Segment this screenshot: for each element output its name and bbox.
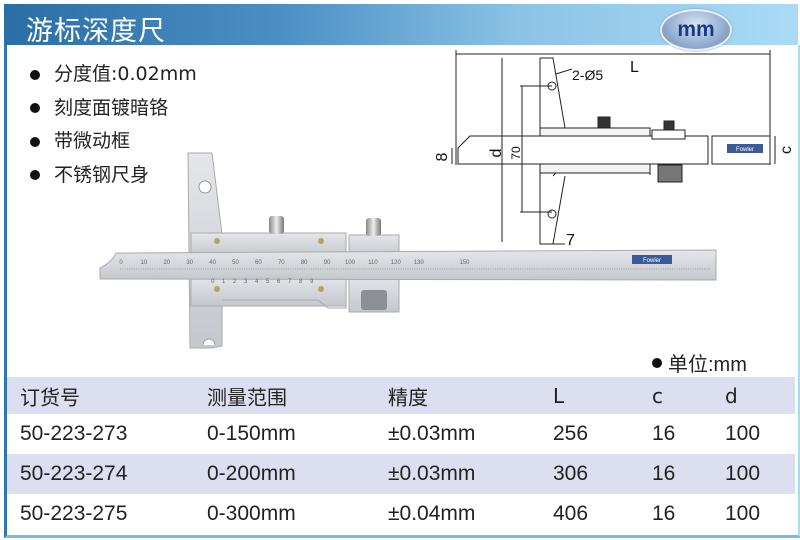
vernier-scale-label: 2 [233, 279, 237, 285]
main-scale-label: 70 [278, 260, 285, 266]
feature-list: 分度值:0.02mm 刻度面镀暗铬 带微动框 不锈钢尺身 [30, 58, 197, 192]
cell-c: 16 [652, 502, 676, 525]
table-row: 50-223-274 0-200mm ±0.03mm 306 16 100 [7, 454, 795, 494]
main-scale-label: 50 [232, 260, 239, 266]
content-frame [4, 45, 800, 538]
dimension-diagram [451, 50, 776, 245]
table-row: 50-223-275 0-300mm ±0.04mm 406 16 100 [7, 494, 795, 534]
table-header: 订货号 测量范围 精度 L c d [7, 377, 795, 414]
cell-L: 256 [553, 422, 589, 445]
header-order-no: 订货号 [20, 385, 80, 409]
bullet-icon [30, 103, 40, 114]
cell-L: 306 [553, 462, 589, 485]
cell-order-no: 50-223-275 [20, 502, 128, 525]
cell-d: 100 [725, 422, 761, 445]
cell-accuracy: ±0.04mm [388, 502, 476, 525]
main-scale-label: 0 [119, 260, 123, 266]
brand-logo-text: Fowler [643, 258, 661, 264]
unit-note: 单位:mm [652, 348, 747, 377]
feature-text: 不锈钢尺身 [54, 163, 150, 186]
vernier-scale-label: 9 [310, 279, 314, 285]
feature-item: 分度值:0.02mm [30, 58, 197, 92]
cell-c: 16 [652, 422, 676, 445]
feature-text: 分度值:0.02mm [54, 63, 197, 85]
dim-label-holes: 2-Ø5 [572, 67, 603, 83]
vernier-scale-label: 3 [244, 279, 248, 285]
dim-label-d: d [488, 149, 505, 158]
spec-table: 订货号 测量范围 精度 L c d 50-223-273 0-150mm ±0.… [7, 377, 795, 534]
page-title: 游标深度尺 [26, 16, 166, 47]
main-scale-label: 100 [345, 260, 356, 266]
dim-label-70: 70 [509, 146, 523, 160]
cell-d: 100 [725, 462, 761, 485]
dim-label-7: 7 [566, 232, 575, 249]
dim-label-c: c [778, 146, 795, 154]
feature-item: 带微动框 [30, 125, 197, 159]
title-bar: 游标深度尺 mm [4, 4, 798, 51]
main-scale-label: 120 [391, 260, 402, 266]
vernier-scale-label: 5 [266, 279, 270, 285]
header-accuracy: 精度 [388, 385, 428, 409]
main-scale-label: 20 [163, 260, 170, 266]
dim-label-8: 8 [434, 152, 451, 161]
cell-accuracy: ±0.03mm [388, 462, 476, 485]
feature-text: 带微动框 [54, 130, 131, 152]
header-d: d [725, 383, 738, 408]
feature-item: 不锈钢尺身 [30, 159, 197, 193]
cell-L: 406 [553, 502, 589, 525]
main-scale-label: 90 [324, 260, 331, 266]
feature-text: 刻度面镀暗铬 [54, 96, 169, 119]
header-range: 测量范围 [207, 385, 287, 409]
bullet-icon [30, 136, 40, 147]
vernier-scale-label: 4 [255, 279, 259, 285]
bullet-icon [652, 357, 662, 368]
cell-order-no: 50-223-273 [20, 422, 128, 445]
table-row: 50-223-273 0-150mm ±0.03mm 256 16 100 [7, 414, 795, 454]
cell-range: 0-300mm [207, 502, 296, 525]
diagram-logo-text: Fowler [736, 147, 754, 153]
cell-range: 0-150mm [207, 422, 296, 445]
cell-order-no: 50-223-274 [20, 462, 128, 485]
main-scale-label: 60 [255, 260, 262, 266]
dim-label-L: L [630, 59, 639, 76]
depth-gauge-photo: 0 10 20 30 40 50 60 70 80 90 100 110 120 130 150 0 1 2 3 4… [99, 152, 717, 349]
main-scale-label: 10 [141, 260, 148, 266]
main-scale-label: 40 [209, 260, 216, 266]
brand-logo [632, 255, 672, 264]
cell-c: 16 [652, 462, 676, 485]
main-scale-label: 150 [459, 260, 470, 266]
main-scale-label: 110 [368, 260, 378, 266]
bullet-icon [30, 69, 40, 80]
bullet-icon [30, 170, 40, 181]
main-scale-label: 30 [186, 260, 193, 266]
unit-note-text: 单位:mm [668, 354, 747, 376]
feature-item: 刻度面镀暗铬 [30, 92, 197, 126]
header-c: c [652, 383, 663, 408]
vernier-scale-label: 0 [211, 279, 215, 285]
cell-range: 0-200mm [207, 462, 296, 485]
vernier-scale-label: 8 [299, 279, 303, 285]
main-scale-label: 80 [301, 260, 308, 266]
vernier-scale-label: 1 [222, 279, 226, 285]
header-L: L [553, 383, 565, 408]
unit-badge: mm [660, 9, 732, 51]
cell-d: 100 [725, 502, 761, 525]
vernier-scale-label: 6 [277, 279, 281, 285]
main-scale-label: 130 [414, 260, 425, 266]
vernier-scale-label: 7 [288, 279, 292, 285]
cell-accuracy: ±0.03mm [388, 422, 476, 445]
